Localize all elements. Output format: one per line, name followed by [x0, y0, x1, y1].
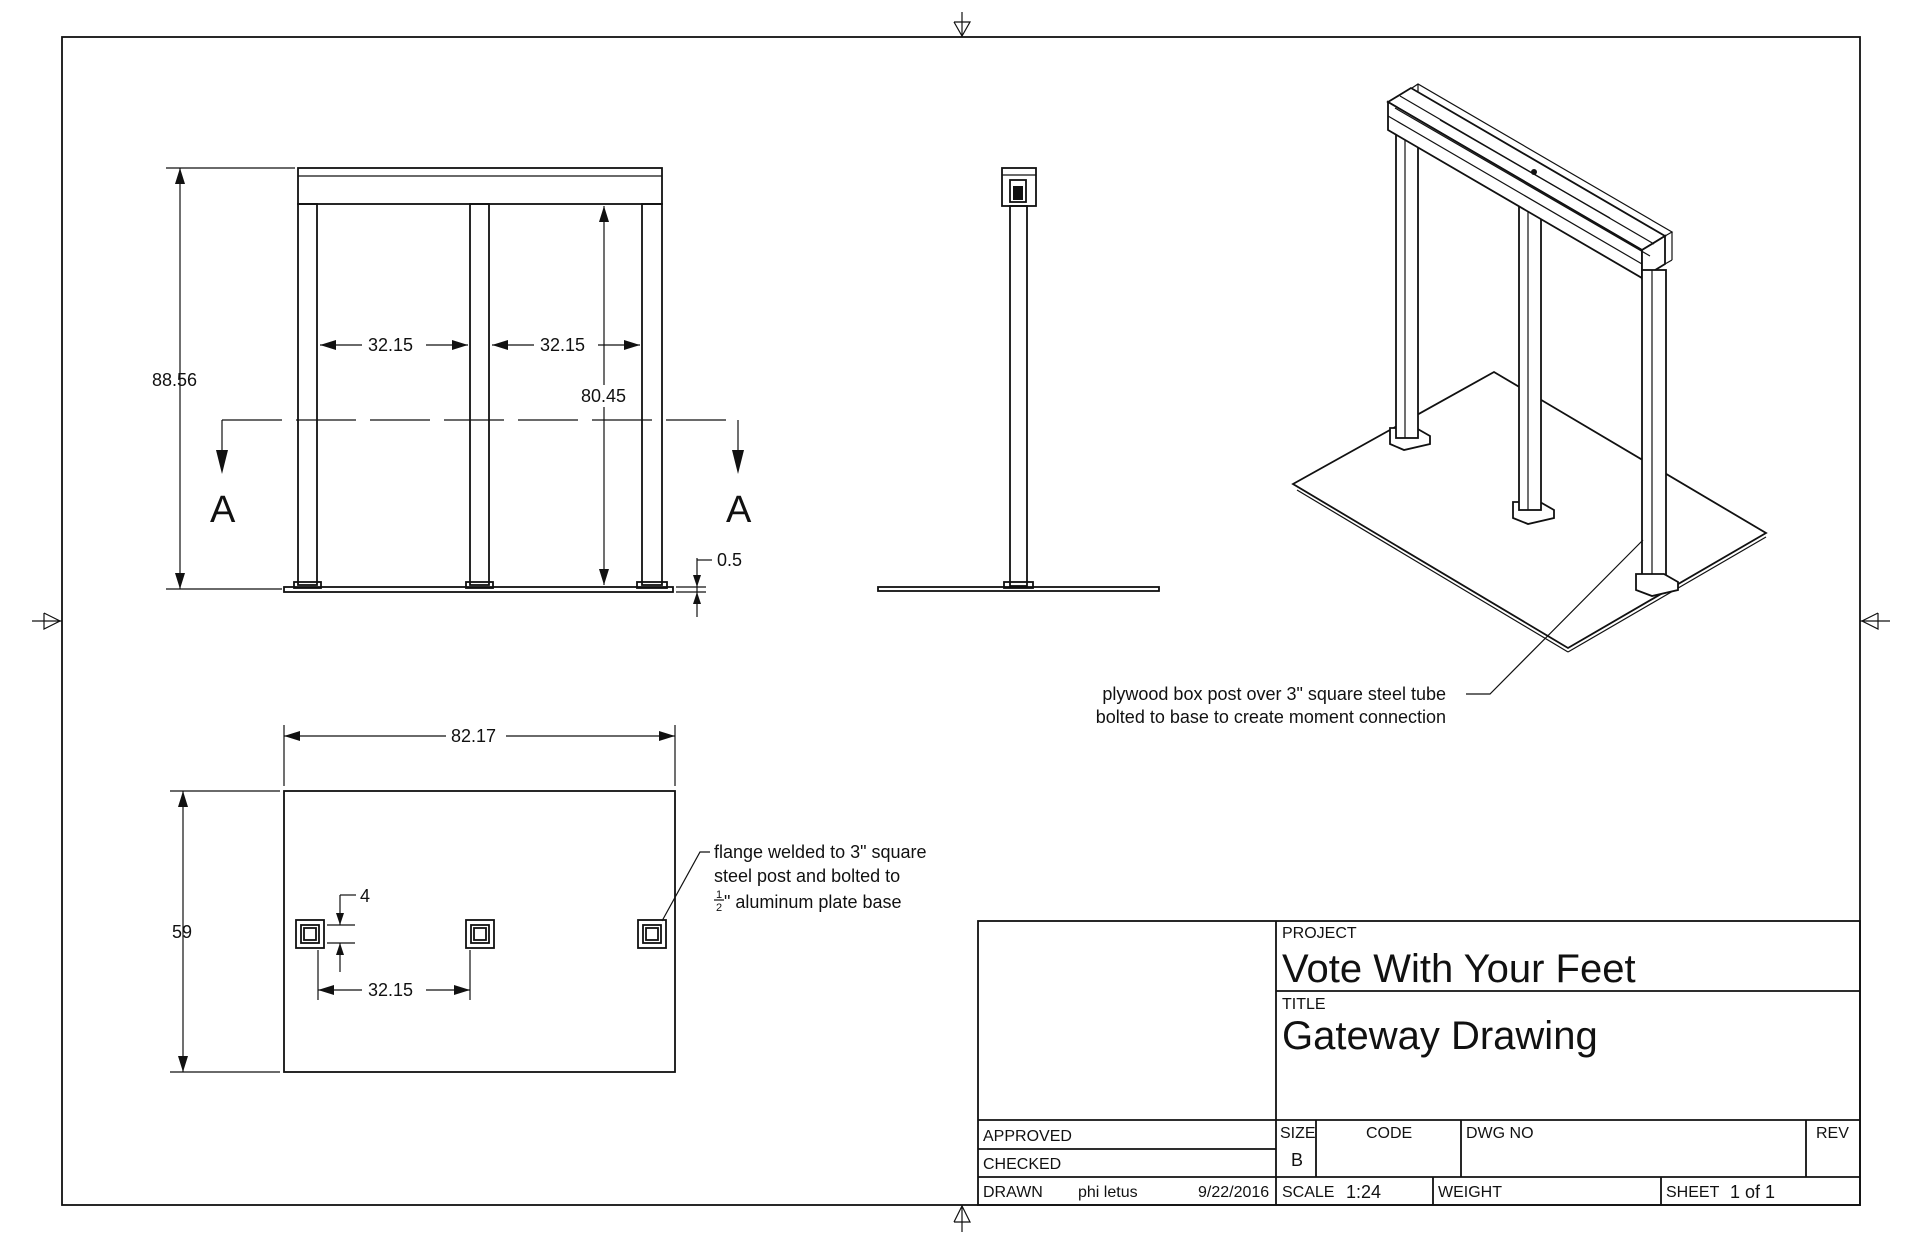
sheet-label: SHEET [1666, 1184, 1720, 1201]
dim-clear-height: 80.45 [581, 386, 626, 406]
front-post-right [641, 203, 663, 586]
dim-flange-size: 4 [360, 886, 370, 906]
code-label: CODE [1366, 1125, 1412, 1142]
scale-value: 1:24 [1346, 1182, 1381, 1202]
centering-mark-bottom [953, 1204, 971, 1232]
isometric-view: plywood box post over 3" square steel tu… [1096, 83, 1768, 727]
section-label-left: A [210, 489, 236, 531]
side-view [877, 167, 1160, 592]
iso-beam [1386, 83, 1674, 280]
section-label-right: A [726, 489, 752, 531]
plan-flange-left [295, 919, 325, 949]
front-base-plate [283, 586, 674, 593]
dim-post-spacing-left: 32.15 [368, 335, 413, 355]
size-label: SIZE [1280, 1125, 1316, 1142]
front-view: 88.56 32.15 32.15 80.45 0.5 A A [152, 167, 752, 617]
size-value: B [1291, 1150, 1303, 1170]
dim-plate-depth: 59 [172, 922, 192, 942]
flange-note-line-3: 1 2 " aluminum plate base [714, 889, 902, 914]
iso-note-line-1: plywood box post over 3" square steel tu… [1102, 684, 1446, 704]
drawn-by: phi letus [1078, 1184, 1138, 1201]
dim-plan-post-spacing: 32.15 [368, 980, 413, 1000]
dim-overall-height: 88.56 [152, 370, 197, 390]
front-post-left [297, 203, 318, 586]
svg-text:2: 2 [716, 902, 722, 914]
front-post-middle [469, 203, 490, 586]
plan-base-plate [283, 790, 676, 1073]
centering-mark-top [953, 12, 972, 38]
centering-mark-right [1860, 612, 1890, 630]
dim-plate-width: 82.17 [451, 726, 496, 746]
dim-plate-thickness: 0.5 [717, 550, 742, 570]
iso-note-line-2: bolted to base to create moment connecti… [1096, 707, 1446, 727]
plan-view: 82.17 59 4 32.15 flange welded to 3" squ… [170, 724, 927, 1073]
side-base-plate [877, 586, 1160, 592]
drawn-date: 9/22/2016 [1198, 1184, 1269, 1201]
rev-label: REV [1816, 1125, 1849, 1142]
svg-text:" aluminum plate base: " aluminum plate base [724, 892, 902, 912]
centering-mark-left [32, 612, 62, 630]
title-block: PROJECT Vote With Your Feet TITLE Gatewa… [977, 920, 1861, 1206]
project-label: PROJECT [1282, 925, 1357, 942]
iso-post-front-right [1635, 269, 1679, 597]
side-post [1009, 205, 1028, 587]
iso-post-rear-left [1389, 115, 1431, 451]
project-value: Vote With Your Feet [1282, 947, 1636, 991]
svg-text:1: 1 [716, 889, 722, 901]
plan-flange-right [637, 919, 667, 949]
dwg-no-label: DWG NO [1466, 1125, 1534, 1142]
plan-flange-middle [465, 919, 495, 949]
approved-label: APPROVED [983, 1128, 1072, 1145]
front-beam [297, 167, 663, 205]
title-value: Gateway Drawing [1282, 1014, 1598, 1058]
drawn-label: DRAWN [983, 1184, 1043, 1201]
title-label: TITLE [1282, 996, 1326, 1013]
sheet-value: 1 of 1 [1730, 1182, 1775, 1202]
flange-note-line-1: flange welded to 3" square [714, 842, 927, 862]
weight-label: WEIGHT [1438, 1184, 1502, 1201]
flange-note-line-2: steel post and bolted to [714, 866, 900, 886]
checked-label: CHECKED [983, 1156, 1061, 1173]
dim-post-spacing-right: 32.15 [540, 335, 585, 355]
scale-label: SCALE [1282, 1184, 1334, 1201]
